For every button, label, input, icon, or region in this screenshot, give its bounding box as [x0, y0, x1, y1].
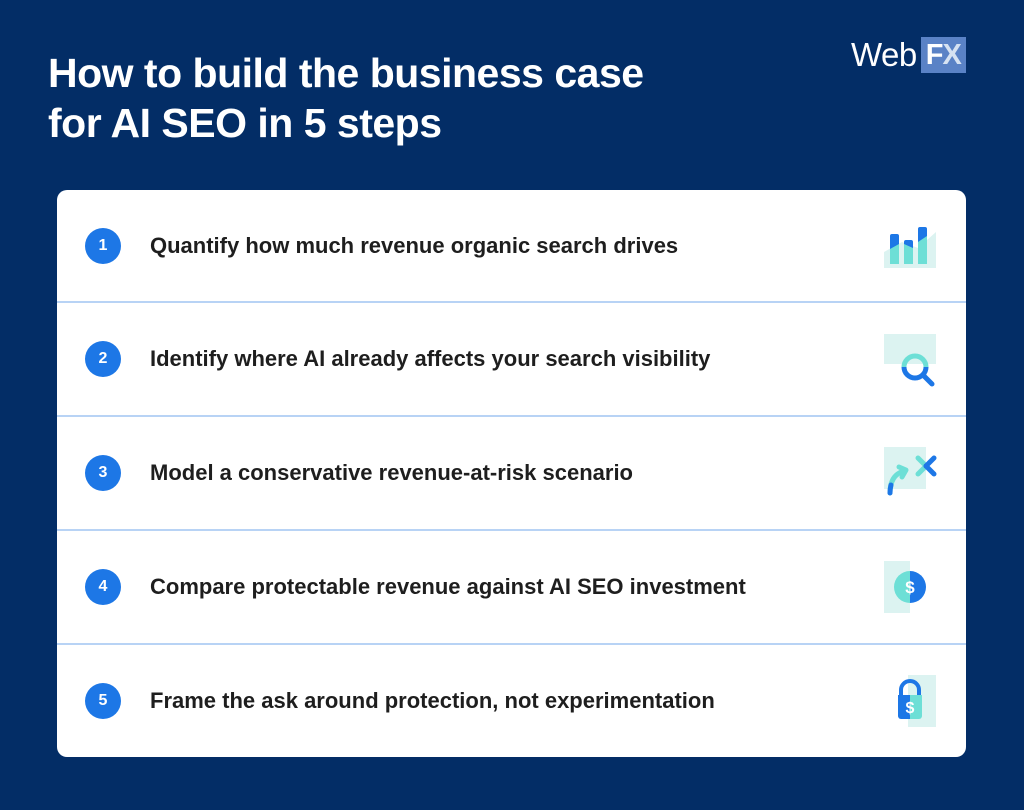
webfx-logo: Web FX — [851, 37, 966, 73]
step-label: Quantify how much revenue organic search… — [150, 233, 679, 258]
step-label: Model a conservative revenue-at-risk sce… — [150, 460, 633, 485]
step-row-4: 4 Compare protectable revenue against AI… — [57, 531, 966, 643]
step-label: Compare protectable revenue against AI S… — [150, 574, 746, 599]
step-row-5: 5 Frame the ask around protection, not e… — [57, 645, 966, 757]
row-divider — [57, 301, 966, 303]
arrow-x-icon — [884, 447, 937, 496]
step-label: Frame the ask around protection, not exp… — [150, 688, 715, 713]
magnifier-icon — [884, 334, 936, 387]
steps-card: 1 Quantify how much revenue organic sear… — [57, 190, 966, 757]
step-number-badge: 4 — [85, 569, 121, 605]
bar-chart-icon — [884, 227, 936, 268]
dollar-lock-icon: $ — [898, 675, 936, 727]
title-line-1: How to build the business case — [48, 50, 644, 96]
step-row-2: 2 Identify where AI already affects your… — [57, 303, 966, 415]
dollar-coin-icon: $ — [884, 561, 926, 613]
row-divider — [57, 415, 966, 417]
step-row-1: 1 Quantify how much revenue organic sear… — [57, 190, 966, 302]
logo-fx-badge: FX — [920, 37, 966, 73]
step-number-badge: 5 — [85, 683, 121, 719]
step-number-badge: 3 — [85, 455, 121, 491]
step-row-3: 3 Model a conservative revenue-at-risk s… — [57, 417, 966, 529]
title-line-2: for AI SEO in 5 steps — [48, 100, 442, 146]
svg-text:$: $ — [906, 700, 915, 717]
logo-web-text: Web — [851, 36, 917, 73]
page-title: How to build the business case for AI SE… — [48, 48, 644, 148]
row-divider — [57, 529, 966, 531]
step-label: Identify where AI already affects your s… — [150, 346, 711, 371]
step-number-badge: 1 — [85, 228, 121, 264]
step-number-badge: 2 — [85, 341, 121, 377]
svg-text:$: $ — [905, 578, 915, 597]
row-divider — [57, 643, 966, 645]
